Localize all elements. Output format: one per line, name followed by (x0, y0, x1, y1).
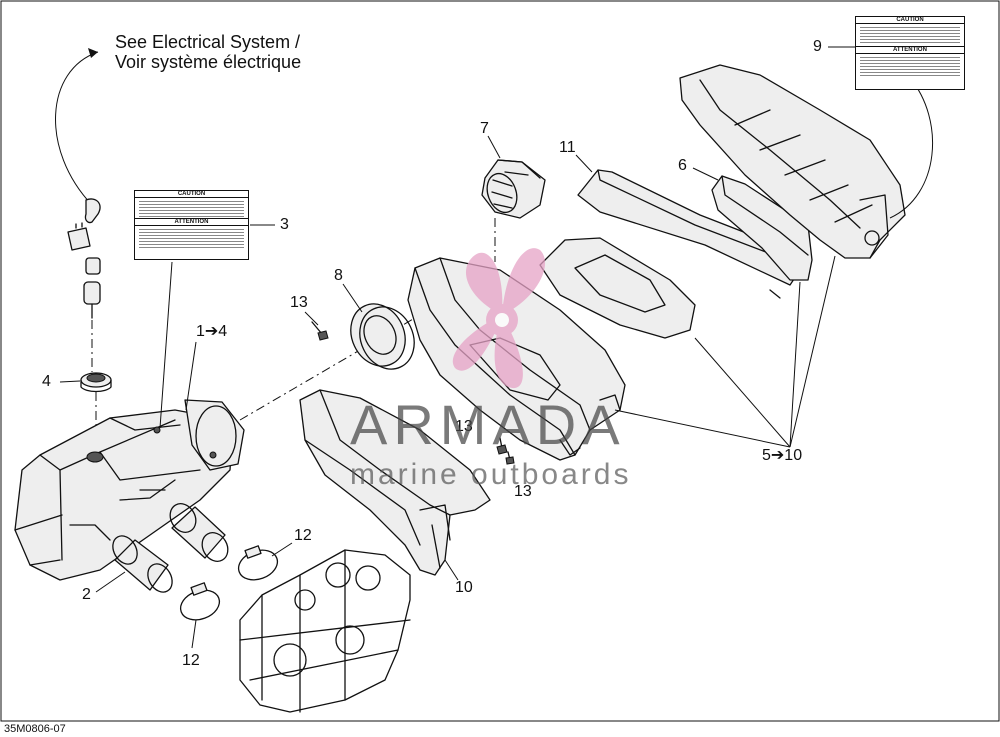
hose-clamps (179, 545, 279, 621)
leader-10 (444, 559, 459, 581)
grommet-part (80, 372, 112, 393)
callout-10: 10 (455, 579, 473, 596)
silencer-base (14, 399, 245, 581)
electrical-reference-arrow (55, 51, 99, 206)
leader-11 (575, 154, 593, 173)
decal-9-attention: ATTENTION (856, 46, 964, 54)
electrical-reference-arrowhead (88, 48, 98, 58)
warning-decal-9: CAUTION ATTENTION (855, 16, 965, 90)
note-line-2: Voir système électrique (115, 52, 302, 72)
note-line-1: See Electrical System / (115, 32, 301, 52)
engine-block (239, 549, 411, 713)
callout-12-lower: 12 (182, 652, 200, 669)
decal-3-caution: CAUTION (135, 191, 248, 198)
flame-arrester (481, 159, 546, 219)
watermark-title: ARMADA (350, 393, 626, 456)
leader-5-10b (694, 337, 791, 448)
decal-3-attention: ATTENTION (135, 218, 248, 226)
electrical-reference-note: See Electrical System / Voir système éle… (115, 32, 301, 72)
callout-13-right: 13 (514, 483, 532, 500)
leader-1-4b (185, 341, 197, 411)
leader-13a (304, 311, 319, 326)
leader-4 (59, 380, 81, 383)
screws (311, 321, 515, 465)
callout-4: 4 (42, 373, 51, 390)
callout-3: 3 (280, 216, 289, 233)
callout-7: 7 (480, 120, 489, 137)
page-frame (0, 0, 1000, 722)
warning-decal-3: CAUTION ATTENTION (134, 190, 249, 260)
leader-12b (191, 619, 197, 649)
leader-6 (692, 167, 719, 181)
callout-11: 11 (559, 139, 576, 156)
wiring-connector (67, 198, 101, 319)
leader-5-10a (614, 409, 791, 448)
upper-housing (679, 64, 906, 259)
decal-9-caution: CAUTION (856, 17, 964, 24)
watermark-logo (452, 248, 546, 389)
leader-8 (342, 283, 363, 313)
filter-tray (539, 237, 696, 339)
watermark-subtitle: marine outboards (350, 458, 632, 491)
callout-13-middle: 13 (455, 418, 473, 435)
coupling-sleeves (112, 503, 229, 593)
drawing-code: 35M0806-07 (4, 723, 66, 735)
adapter-duct (299, 389, 491, 576)
callout-1-4: 1➔4 (196, 323, 228, 340)
leader-2 (95, 571, 126, 593)
leader-5-10d (789, 255, 836, 448)
callout-6: 6 (678, 157, 687, 174)
leader-12a (271, 542, 293, 557)
filter-element (711, 175, 813, 281)
leader-1-4a (159, 261, 173, 429)
callout-2: 2 (82, 586, 91, 603)
gasket-ring (350, 303, 415, 370)
callout-12-upper: 12 (294, 527, 312, 544)
leader-7 (487, 135, 501, 159)
callout-9: 9 (813, 38, 822, 55)
callout-13-left: 13 (290, 294, 308, 311)
callout-5-10: 5➔10 (762, 447, 803, 464)
callout-8: 8 (334, 267, 343, 284)
leader-5-10c (789, 281, 801, 448)
